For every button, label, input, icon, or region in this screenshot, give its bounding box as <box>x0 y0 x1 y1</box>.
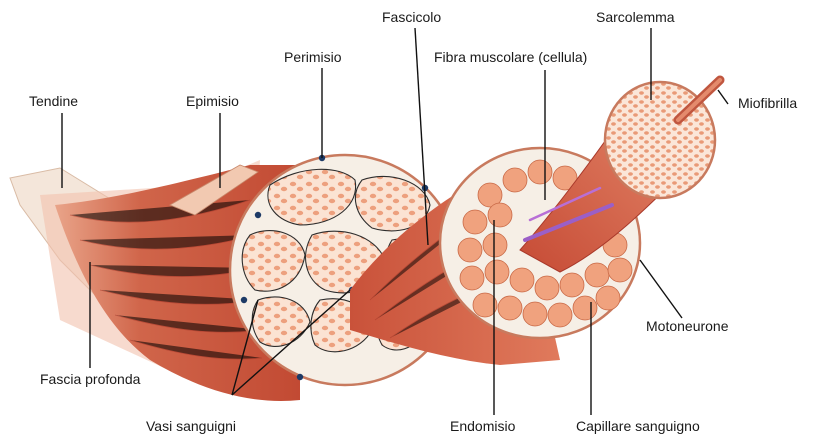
label-miofibrilla: Miofibrilla <box>738 95 797 111</box>
label-sarcolemma: Sarcolemma <box>596 9 675 25</box>
label-fascia-profonda: Fascia profonda <box>40 371 141 387</box>
label-fibra-muscolare: Fibra muscolare (cellula) <box>434 49 587 65</box>
label-fascicolo: Fascicolo <box>382 9 441 25</box>
label-vasi-sanguigni: Vasi sanguigni <box>146 418 236 434</box>
label-tendine: Tendine <box>29 93 78 109</box>
label-capillare-sanguigno: Capillare sanguigno <box>576 418 700 434</box>
label-endomisio: Endomisio <box>450 418 516 434</box>
label-motoneurone: Motoneurone <box>646 318 729 334</box>
label-epimisio: Epimisio <box>186 93 239 109</box>
label-perimisio: Perimisio <box>284 49 342 65</box>
